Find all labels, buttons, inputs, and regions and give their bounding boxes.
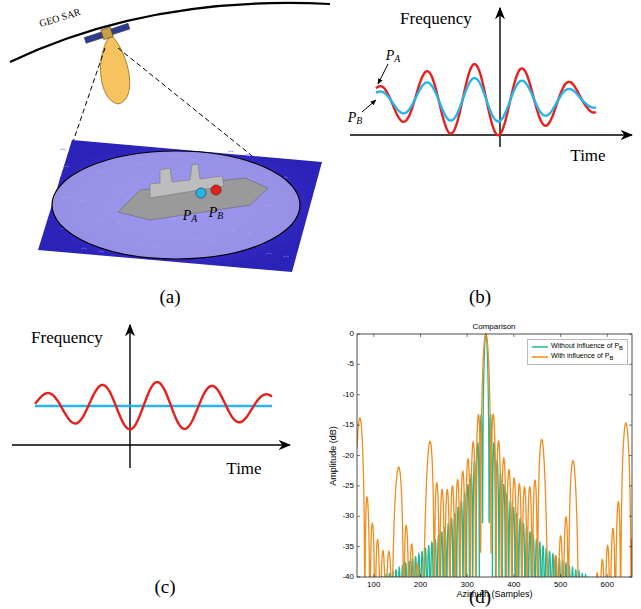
axis-label: Time xyxy=(570,147,605,164)
axis-label: Frequency xyxy=(31,329,103,346)
legend-sample xyxy=(532,354,548,360)
point-label: PB xyxy=(348,111,363,125)
axis-title: Azimuth (Samples) xyxy=(456,590,532,599)
tick-label: 400 xyxy=(507,581,520,589)
tick-label: -10 xyxy=(342,391,354,399)
panel-label: (c) xyxy=(154,577,175,596)
legend-row: With influence of PB xyxy=(532,352,623,362)
tick-label: 200 xyxy=(414,581,427,589)
tick-label: -30 xyxy=(342,512,354,520)
green-curve xyxy=(357,334,632,577)
legend-text: Without influence of PB xyxy=(551,342,623,351)
point-label: PA xyxy=(386,49,401,63)
axis-label: Frequency xyxy=(400,10,472,27)
tick-label: -35 xyxy=(342,543,354,551)
tick-label: 100 xyxy=(367,581,380,589)
tick-label: 300 xyxy=(460,581,473,589)
tick-label: -40 xyxy=(342,573,354,581)
tick-label: 600 xyxy=(601,581,614,589)
tick-label: -5 xyxy=(347,360,354,368)
tick-label: -20 xyxy=(342,452,354,460)
frequency-time-plot xyxy=(12,325,290,468)
satellite-label: GEO SAR xyxy=(38,7,82,29)
legend-row: Without influence of PB xyxy=(532,342,623,352)
sar-scene xyxy=(10,3,330,272)
panel-label: (b) xyxy=(469,287,491,306)
panel-label: (a) xyxy=(159,287,180,306)
axis-title: Amplitude (dB) xyxy=(329,426,338,486)
tick-label: -25 xyxy=(342,482,354,490)
tick-label: 500 xyxy=(554,581,567,589)
legend: Without influence of PBWith influence of… xyxy=(527,339,628,365)
point-label: PB xyxy=(209,206,224,220)
frequency-time-plot xyxy=(350,8,632,147)
tick-label: 0 xyxy=(350,330,354,338)
orange-curve xyxy=(357,334,632,577)
legend-sample xyxy=(532,344,548,350)
point-label: PA xyxy=(183,209,198,223)
comparison-chart xyxy=(357,334,632,580)
legend-text: With influence of PB xyxy=(551,352,613,361)
axis-label: Time xyxy=(226,460,261,477)
chart-title: Comparison xyxy=(472,323,515,331)
tick-label: -15 xyxy=(342,421,354,429)
